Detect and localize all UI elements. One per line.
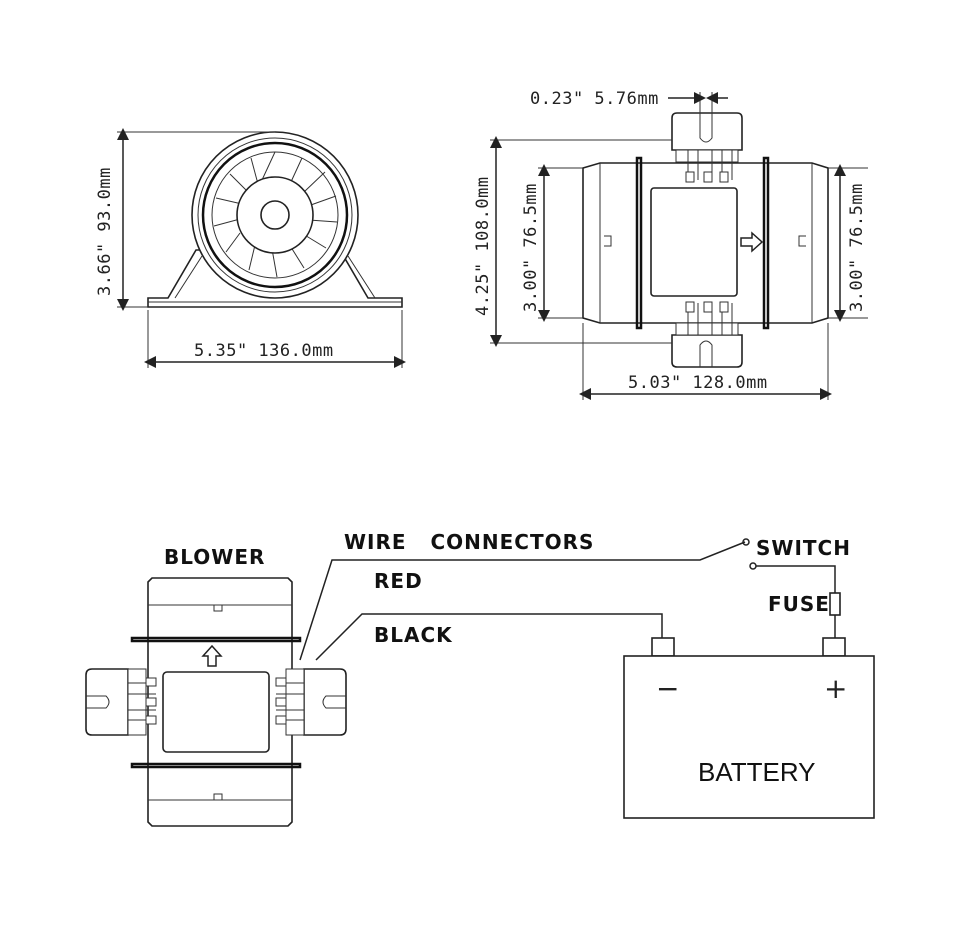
front-view: 3.66" 93.0mm 5.35" 136.0mm xyxy=(95,128,406,368)
red-label: RED xyxy=(374,569,423,593)
battery-terminal-positive xyxy=(822,637,846,657)
wire-connectors-label: WIRE CONNECTORS xyxy=(344,530,594,554)
flow-arrow xyxy=(740,231,764,253)
battery-label: BATTERY xyxy=(698,757,816,787)
switch-contact-bottom xyxy=(749,562,757,570)
fuse-label: FUSE xyxy=(768,592,830,616)
blower-band-top xyxy=(130,636,302,643)
front-height-dim: 3.66" 93.0mm xyxy=(95,167,115,296)
switch-contact-top xyxy=(742,538,750,546)
blower-flow-arrow xyxy=(201,644,223,667)
tab-width-dim: 0.23" 5.76mm xyxy=(530,89,659,109)
positive-symbol: + xyxy=(824,672,847,705)
battery-terminal-negative xyxy=(651,637,675,657)
right-body-dim: 3.00" 76.5mm xyxy=(847,183,867,312)
blower-band-bottom xyxy=(130,762,302,769)
band-left xyxy=(635,156,643,330)
top-view: 0.23" 5.76mm 4.25" 108.0mm 3.00" 76.5mm … xyxy=(473,89,868,400)
negative-symbol: − xyxy=(656,672,679,705)
wire-red xyxy=(299,541,746,661)
left-body-dim: 3.00" 76.5mm xyxy=(521,183,541,312)
battery xyxy=(623,655,875,819)
top-tab xyxy=(671,112,743,151)
fuse xyxy=(829,592,841,616)
wire-black xyxy=(315,613,663,661)
blower-label: BLOWER xyxy=(164,545,265,569)
switch-label: SWITCH xyxy=(756,536,851,560)
wire-switch-fuse xyxy=(756,565,836,593)
blower-label-plate xyxy=(162,671,270,753)
overall-height-dim: 4.25" 108.0mm xyxy=(473,176,493,316)
blower-tab-left xyxy=(85,668,129,736)
length-dim: 5.03" 128.0mm xyxy=(628,373,768,393)
band-right xyxy=(762,156,770,330)
black-label: BLACK xyxy=(374,623,453,647)
wiring-diagram: BLOWER WIRE CONNECTORS RED BLACK SWITCH … xyxy=(85,530,875,827)
bottom-tab xyxy=(671,334,743,368)
fan-blades xyxy=(213,151,338,278)
blower-tab-right xyxy=(303,668,347,736)
front-width-dim: 5.35" 136.0mm xyxy=(194,341,334,361)
label-plate xyxy=(650,187,738,297)
